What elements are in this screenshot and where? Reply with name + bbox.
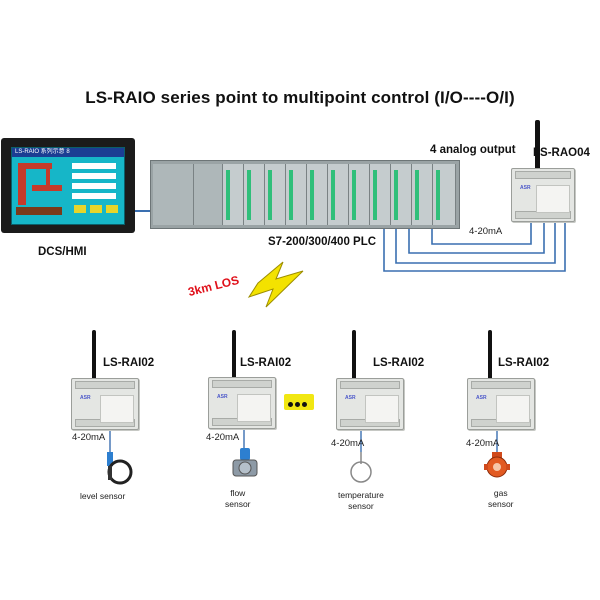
rao04-module: ASR [511, 168, 575, 222]
plc-io-module [412, 164, 433, 225]
flow-sensor-icon [232, 448, 258, 477]
plc-cpu-module [153, 164, 194, 225]
sensor-label-text: flow sensor [225, 488, 251, 509]
plc-io-module [223, 164, 244, 225]
hmi-screen-header: LS-RAIO 系列示意 8 [12, 148, 124, 157]
input-module-name: LS-RAI02 [498, 357, 550, 369]
rai02-module: ASR [208, 377, 276, 429]
output-signal-label: 4-20mA [469, 226, 503, 237]
antenna-icon [535, 120, 540, 170]
temperature-sensor-icon [350, 452, 372, 483]
antenna-icon [92, 330, 96, 380]
sensor-label-text: temperature sensor [338, 490, 384, 511]
wireless-bolt-icon [247, 261, 304, 308]
hmi-label: DCS/HMI [38, 246, 87, 258]
plc-io-module [370, 164, 391, 225]
input-module-name: LS-RAI02 [103, 357, 155, 369]
antenna-icon [352, 330, 356, 380]
input-signal-label: 4-20mA [466, 438, 500, 449]
plc-rack [150, 160, 460, 229]
antenna-icon [232, 330, 236, 380]
plc-io-module [244, 164, 265, 225]
plc-io-module [328, 164, 349, 225]
input-signal-label: 4-20mA [331, 438, 365, 449]
sensor-label: flow sensor [225, 488, 251, 510]
sensor-label: level sensor [80, 491, 126, 501]
rai02-module: ASR [336, 378, 404, 430]
rai02-module: ASR [71, 378, 139, 430]
plc-io-module [433, 164, 456, 225]
output-caption: 4 analog output [430, 144, 516, 156]
output-module-name: LS-RAO04 [533, 147, 590, 159]
sensor-wires [109, 429, 498, 454]
diagram-title: LS-RAIO series point to multipoint contr… [85, 88, 515, 107]
plc-io-module [349, 164, 370, 225]
sensor-label: temperature sensor [338, 490, 384, 512]
antenna-icon [488, 330, 492, 380]
more-modules-icon [284, 394, 314, 410]
input-signal-label: 4-20mA [72, 432, 106, 443]
plc-label: S7-200/300/400 PLC [268, 236, 377, 248]
plc-cpu-module [194, 164, 223, 225]
input-signal-label: 4-20mA [206, 432, 240, 443]
plc-io-module [307, 164, 328, 225]
plc-io-module [286, 164, 307, 225]
hmi-screen-graphic [16, 163, 118, 215]
sensor-label-text: gas sensor [488, 488, 514, 509]
plc-io-module [391, 164, 412, 225]
plc-io-module [265, 164, 286, 225]
rai02-module: ASR [467, 378, 535, 430]
analog-output-wires [383, 221, 566, 272]
hmi-panel: LS-RAIO 系列示意 8 [1, 138, 135, 233]
gas-sensor-icon [484, 452, 510, 478]
sensor-label: gas sensor [488, 488, 514, 510]
hmi-screen: LS-RAIO 系列示意 8 [11, 147, 125, 225]
input-module-name: LS-RAI02 [373, 357, 425, 369]
level-sensor-icon [107, 452, 133, 485]
input-module-name: LS-RAI02 [240, 357, 292, 369]
